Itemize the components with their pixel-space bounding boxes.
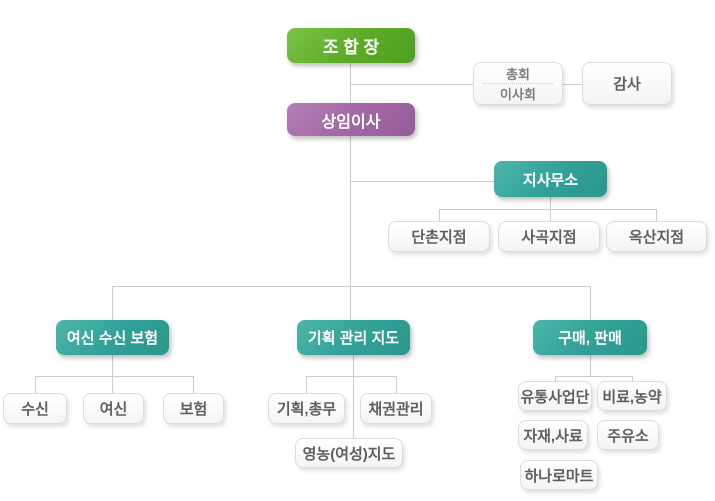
connector-branch-office-down [550, 197, 551, 209]
connector-dept2-child2-stub [396, 376, 397, 393]
dept-credit-child-insurance: 보험 [163, 393, 224, 424]
connector-dept1-stub [112, 286, 113, 320]
connector-branch3-stub [656, 209, 657, 221]
connector-dept1-child1-stub [35, 376, 36, 393]
dept-planning-child-bonds: 채권관리 [360, 393, 432, 424]
executive-director-box: 상임이사 [287, 103, 415, 136]
dept-planning-title-box: 기획 관리 지도 [297, 320, 410, 355]
connector-assembly-auditor [563, 84, 582, 85]
branch-danchon-box: 단촌지점 [388, 221, 490, 252]
branch-office-box: 지사무소 [494, 161, 607, 197]
connector-dept1-child3-stub [193, 376, 194, 393]
dept-sales-child-hanaromart: 하나로마트 [520, 460, 598, 490]
connector-dept3-horizontal [555, 376, 632, 377]
connector-dept2-child1-stub [306, 376, 307, 393]
assembly-line2: 이사회 [500, 87, 536, 102]
dept-sales-child-distribution: 유통사업단 [518, 381, 592, 411]
dept-sales-title-box: 구매, 판매 [533, 320, 647, 355]
connector-to-branch-office [351, 181, 494, 182]
dept-planning-child-farming: 영농(여성)지도 [295, 438, 403, 468]
dept-credit-child-loan: 여신 [83, 393, 144, 424]
dept-sales-child-materials: 자재,사료 [518, 420, 588, 450]
assembly-box: 총회 이사회 [473, 62, 563, 105]
connector-dept2-horizontal [306, 376, 396, 377]
connector-branch1-stub [439, 209, 440, 221]
connector-dept3-down [590, 355, 591, 376]
connector-dept3-stub [590, 286, 591, 320]
connector-chairman-executive [350, 63, 351, 103]
connector-dept1-down [112, 355, 113, 393]
connector-dept3-child2-stub [632, 376, 633, 382]
auditor-box: 감사 [582, 62, 672, 105]
connector-dept1-horizontal [35, 376, 193, 377]
dept-sales-child-gasstation: 주유소 [597, 420, 659, 450]
connector-main-vertical [350, 136, 351, 286]
branch-oksan-box: 옥산지점 [606, 221, 707, 252]
connector-dept2-down [353, 355, 354, 438]
chairman-box: 조 합 장 [287, 28, 415, 63]
connector-branch-office-horizontal [439, 209, 657, 210]
connector-branch2-stub [550, 209, 551, 221]
connector-dept2-stub [350, 286, 351, 320]
dept-sales-child-fertilizer: 비료,농약 [597, 381, 667, 411]
dept-credit-child-deposit: 수신 [3, 393, 67, 424]
connector-departments-horizontal [112, 286, 591, 287]
connector-to-assembly [351, 84, 473, 85]
assembly-line1: 총회 [482, 64, 554, 84]
branch-sagok-box: 사곡지점 [498, 221, 600, 252]
dept-credit-title-box: 여신 수신 보험 [56, 320, 169, 355]
dept-planning-child-general: 기획,총무 [268, 393, 345, 424]
connector-dept3-child1-stub [555, 376, 556, 382]
